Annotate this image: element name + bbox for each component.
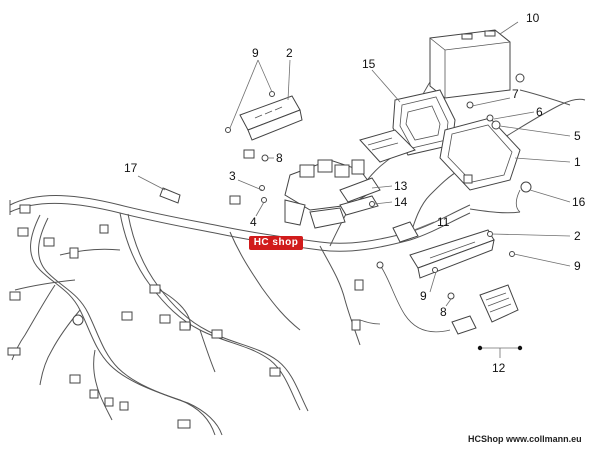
harness-clip — [159, 187, 181, 204]
callout-9-lower: 9 — [420, 289, 427, 303]
callout-8-top: 8 — [276, 151, 283, 165]
callout-2-top: 2 — [286, 46, 293, 60]
control-unit — [439, 117, 521, 191]
callout-9-right: 9 — [574, 259, 581, 273]
callout-1: 1 — [574, 155, 581, 169]
battery — [429, 29, 511, 99]
callout-12: 12 — [492, 361, 506, 375]
leader-lines — [137, 21, 571, 358]
relay-cluster — [259, 129, 416, 229]
shop-logo-badge: HC shop — [249, 236, 303, 250]
callout-8-lower: 8 — [440, 305, 447, 319]
callout-6: 6 — [536, 105, 543, 119]
footer-credit: HCShop www.collmann.eu — [468, 434, 582, 444]
callout-11: 11 — [437, 215, 450, 229]
callout-2-right: 2 — [574, 229, 581, 243]
power-socket — [376, 261, 519, 335]
fuse-bracket — [225, 91, 303, 162]
callout-13: 13 — [394, 179, 408, 193]
callout-labels: 10 9 2 15 7 6 5 8 1 17 3 13 16 14 4 11 2… — [124, 11, 586, 375]
relay — [392, 221, 419, 243]
callout-15: 15 — [362, 57, 376, 71]
callout-5: 5 — [574, 129, 581, 143]
brackets-13-14 — [339, 177, 381, 216]
callout-7: 7 — [512, 87, 519, 101]
callout-14: 14 — [394, 195, 408, 209]
callout-17: 17 — [124, 161, 138, 175]
harness-connectors — [7, 195, 364, 429]
callout-10: 10 — [526, 11, 540, 25]
callout-4: 4 — [250, 215, 257, 229]
callout-9-top: 9 — [252, 46, 259, 60]
regulator-bracket — [409, 229, 515, 279]
fasteners-7-6-5 — [466, 73, 532, 213]
callout-3: 3 — [229, 169, 236, 183]
callout-16: 16 — [572, 195, 586, 209]
lead-wire — [359, 319, 381, 325]
